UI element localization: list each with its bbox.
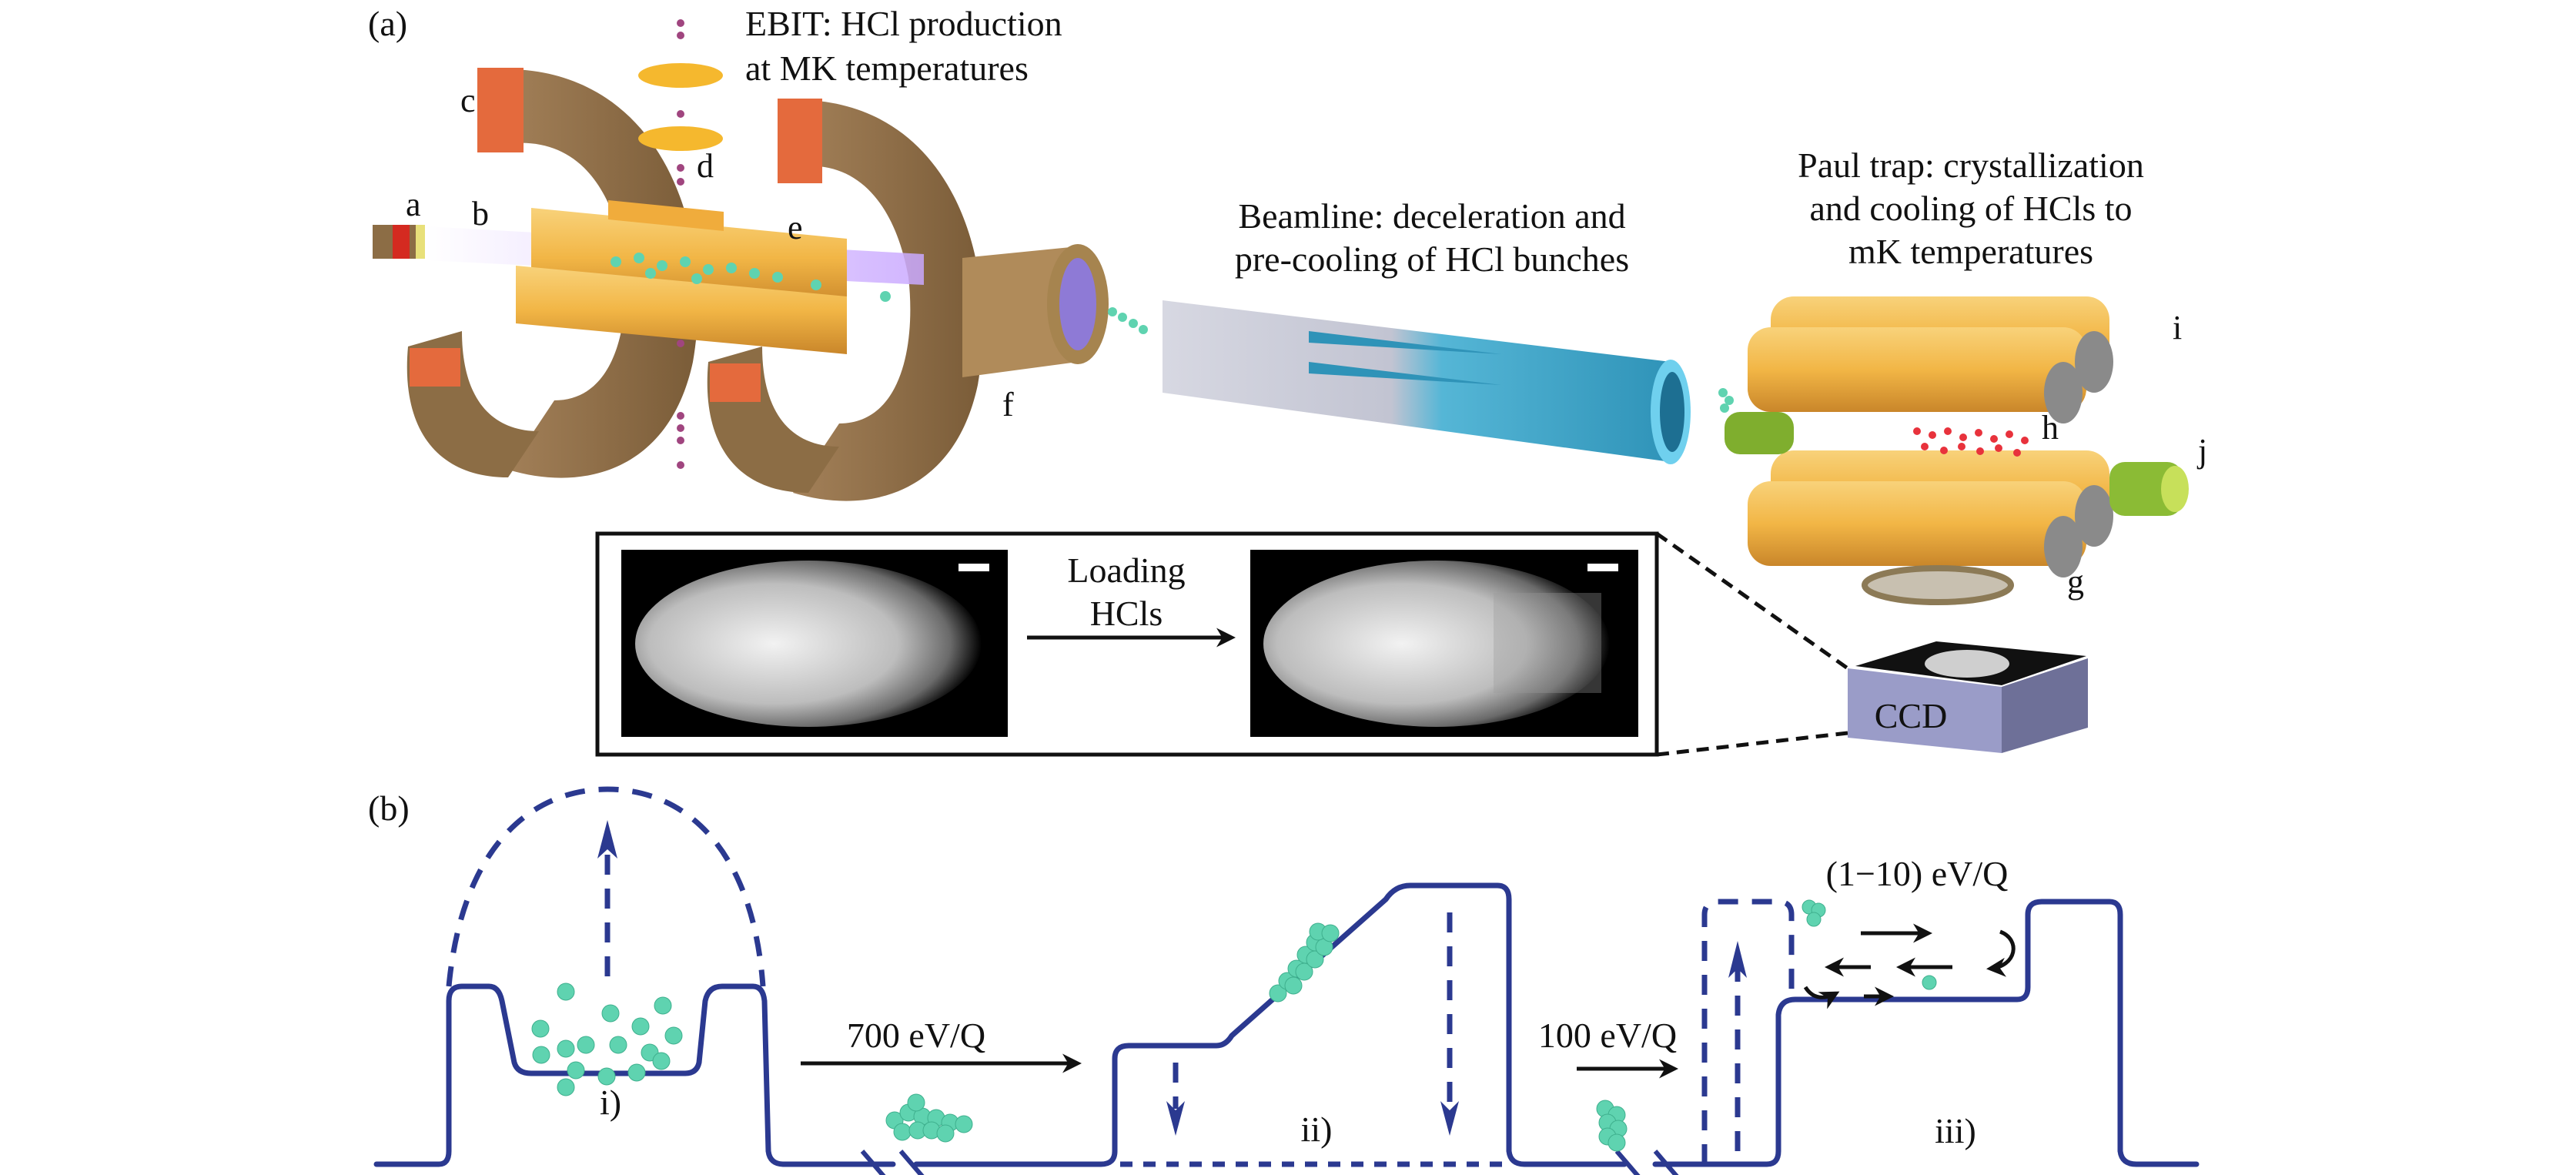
ccd-label: CCD	[1875, 696, 1948, 735]
label-a: a	[406, 186, 421, 223]
stage-label-i: i)	[600, 1083, 621, 1122]
stage-label-iii: iii)	[1935, 1111, 1976, 1150]
arrow-head-down	[1166, 1101, 1185, 1136]
inset-frame	[595, 531, 1659, 757]
energy-label-100: 100 eV/Q	[1538, 1016, 1677, 1055]
imaging-lens	[1862, 565, 2014, 605]
beamline-caption-line2: pre-cooling of HCl bunches	[1235, 239, 1629, 279]
ion-extraction-lens	[962, 244, 1109, 377]
axis-break-1b	[898, 1150, 925, 1175]
label-d: d	[697, 147, 714, 185]
stage-label-ii: ii)	[1301, 1110, 1333, 1149]
loading-text-line1: Loading	[1067, 551, 1185, 590]
panel-b-label: (b)	[368, 788, 410, 828]
trapped-ion-crystal	[1913, 427, 2029, 457]
scale-bar	[958, 564, 989, 571]
arrow-head-up	[597, 820, 617, 859]
potential-stage-iii-dashed-gate	[1701, 899, 1795, 1164]
paul-trap-caption-line3: mK temperatures	[1848, 232, 2093, 271]
loading-text-line2: HCls	[1090, 594, 1163, 633]
potential-stage-ii	[913, 882, 1628, 1167]
label-b: b	[472, 195, 489, 233]
label-c: c	[460, 82, 476, 119]
potential-stage-iii	[1652, 899, 2200, 1167]
label-i: i	[2173, 309, 2182, 346]
ebit-caption-line2: at MK temperatures	[745, 49, 1029, 88]
paul-trap-caption-line1: Paul trap: crystallization	[1798, 146, 2144, 185]
crystal-image-after	[1250, 550, 1638, 737]
ion-bunch-stage-iii-entry	[1596, 1100, 1628, 1152]
arrow-head-up	[1728, 941, 1747, 978]
projection-line-bottom	[1656, 731, 1848, 757]
electron-gun	[373, 225, 425, 259]
label-h: h	[2042, 409, 2059, 447]
arrow-head-down	[1440, 1101, 1459, 1136]
ion-bunch-1	[1108, 307, 1148, 334]
paul-trap-caption-line2: and cooling of HCls to	[1809, 189, 2132, 228]
drift-tube-electrodes	[516, 200, 847, 354]
magnet-coil-right	[707, 99, 983, 501]
axis-break-1	[860, 1150, 886, 1175]
label-j: j	[2196, 432, 2207, 470]
axis-break-2	[1614, 1150, 1641, 1175]
beamline-caption-line1: Beamline: deceleration and	[1238, 196, 1625, 236]
ion-bunch-stage-transfer	[885, 1093, 973, 1143]
ebit-caption-line1: EBIT: HCl production	[745, 4, 1062, 43]
ion-bunch-on-slope	[1269, 922, 1340, 1003]
ccd-camera	[1848, 641, 2088, 753]
aperture-plate-top	[638, 63, 723, 88]
ion-cluster-stage-iii	[1802, 899, 1937, 990]
beamline-decelerator	[1163, 300, 1691, 464]
aperture-plate-bottom	[638, 126, 723, 151]
ion-motion-arrows	[1803, 923, 2016, 1009]
ion-cloud-stage-i	[531, 983, 683, 1096]
label-g: g	[2067, 563, 2084, 601]
ion-bunch-2	[1718, 388, 1734, 413]
energy-label-700: 700 eV/Q	[847, 1016, 985, 1055]
label-f: f	[1002, 386, 1014, 423]
ion-cloud-ebit	[611, 253, 891, 302]
energy-label-1-10: (1−10) eV/Q	[1826, 854, 2009, 893]
label-e: e	[788, 209, 803, 246]
potential-dome-dashed	[446, 786, 766, 987]
scale-bar	[1587, 564, 1618, 571]
panel-a-label: (a)	[368, 4, 407, 43]
paul-trap-electrodes	[1725, 296, 2189, 577]
crystal-image-before	[621, 550, 1008, 737]
magnet-coil-left	[406, 68, 698, 478]
